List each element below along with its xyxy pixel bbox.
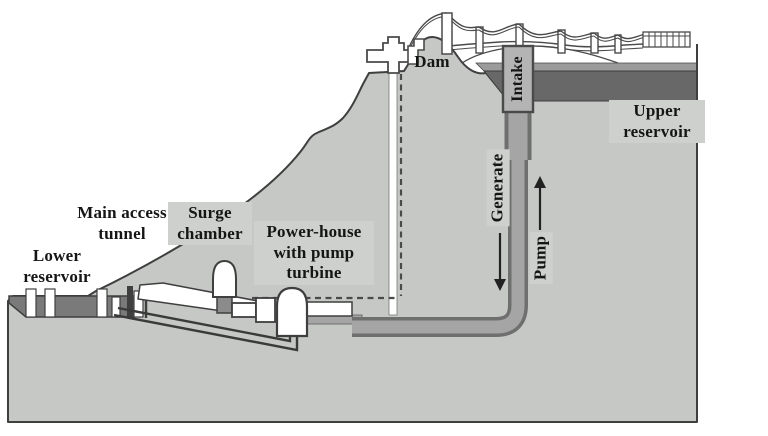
bridge-anchor-step	[407, 38, 425, 65]
lower-reservoir-water	[8, 286, 148, 318]
powerhouse-label: Power-house with pump turbine	[254, 221, 374, 286]
reservoir-end-gate	[127, 286, 133, 318]
tailrace-outlet-white-band	[305, 301, 353, 317]
generate-flow-arrow-icon	[494, 233, 506, 291]
intake-structure	[501, 44, 535, 114]
main-access-tunnel-label: Main access tunnel	[77, 203, 167, 243]
pump-flow-arrow-icon	[534, 176, 546, 230]
bridge-cables-lower	[408, 15, 646, 51]
vertical-access-shaft	[388, 70, 398, 316]
lower-reservoir-label: Lower reservoir	[23, 246, 91, 286]
reservoir-gate-pillars	[25, 288, 144, 318]
powerhouse-shape	[275, 286, 309, 338]
transformer-chamber-box	[255, 297, 276, 323]
summit-vent-tower	[366, 36, 412, 74]
dam-label: Dam	[414, 52, 450, 71]
bridge-truss	[642, 31, 691, 48]
bridge-main-tower	[441, 12, 453, 55]
summit-structures	[366, 12, 453, 74]
penstock-pipe	[299, 106, 532, 337]
valve-chamber-box	[231, 302, 257, 318]
surge-chamber-label: Surge chamber	[168, 202, 252, 246]
intake-label: Intake	[509, 56, 527, 102]
generate-label: Generate	[486, 149, 510, 227]
upper-reservoir-label: Upper reservoir	[609, 100, 705, 144]
underground-structures	[212, 259, 309, 338]
pump-label: Pump	[529, 231, 553, 285]
surge-chamber-shape	[212, 259, 237, 298]
